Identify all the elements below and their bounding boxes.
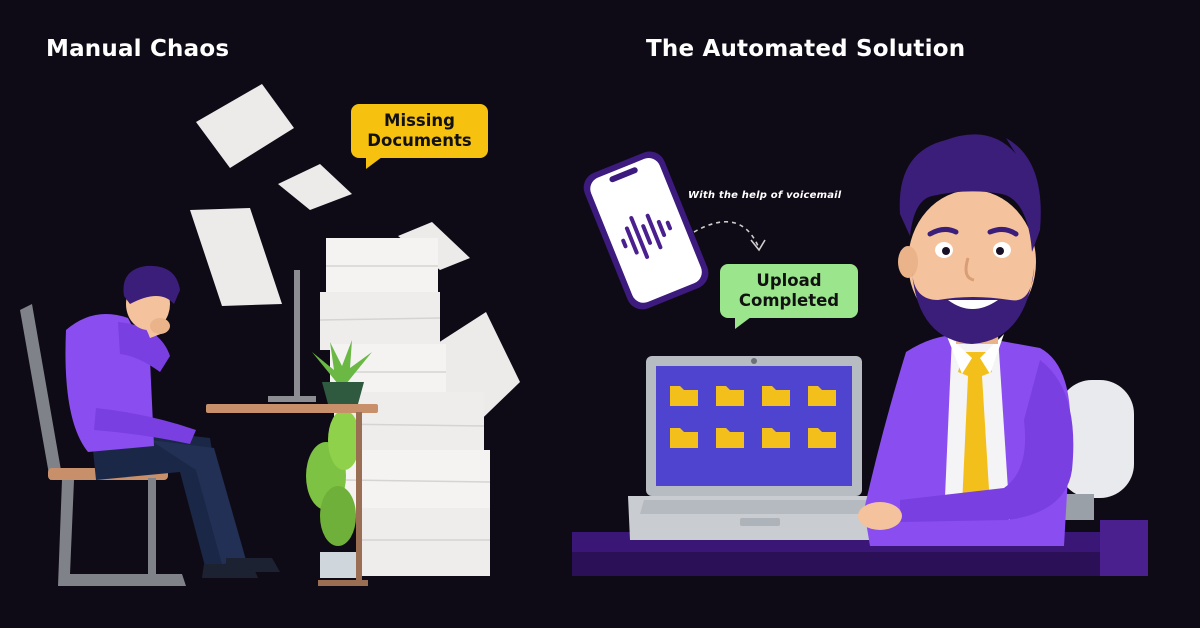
folder-icon [670,386,698,406]
desk [206,404,378,586]
paper-sheet [326,238,438,298]
desk-plant [312,340,372,404]
upload-bubble-tail [735,317,751,329]
right-panel-title: The Automated Solution [646,36,966,62]
missing-bubble-line2: Documents [367,131,472,150]
monitor [268,270,316,402]
stressed-man [65,265,280,578]
flying-paper [424,312,520,438]
flying-papers [190,84,520,438]
folder-icon [808,428,836,448]
paper-sheet [360,508,490,576]
folder-icon [716,428,744,448]
floor-plant [306,410,360,578]
folder-icon [716,386,744,406]
left-panel-title: Manual Chaos [46,36,230,62]
voicemail-note: With the help of voicemail [688,190,842,201]
upload-bubble-line2: Completed [738,291,840,310]
dashed-arrow-icon [693,220,766,252]
missing-documents-bubble: Missing Documents [351,104,488,158]
paper-stack [319,238,491,576]
upload-bubble-line1: Upload [756,271,822,290]
missing-bubble-line1: Missing [384,111,455,130]
flying-paper [196,84,294,168]
upload-completed-bubble: Upload Completed [720,264,858,318]
flying-paper [190,208,282,306]
folder-icon [762,386,790,406]
audio-wave-icon [621,213,672,259]
folder-icon [762,428,790,448]
folder-icon [808,386,836,406]
missing-bubble-tail [366,157,382,169]
happy-man [858,134,1074,546]
flying-paper [278,164,352,210]
folder-icon [670,428,698,448]
paper-sheet [320,292,440,350]
folder-grid [670,386,836,448]
smartphone-icon [583,151,709,310]
